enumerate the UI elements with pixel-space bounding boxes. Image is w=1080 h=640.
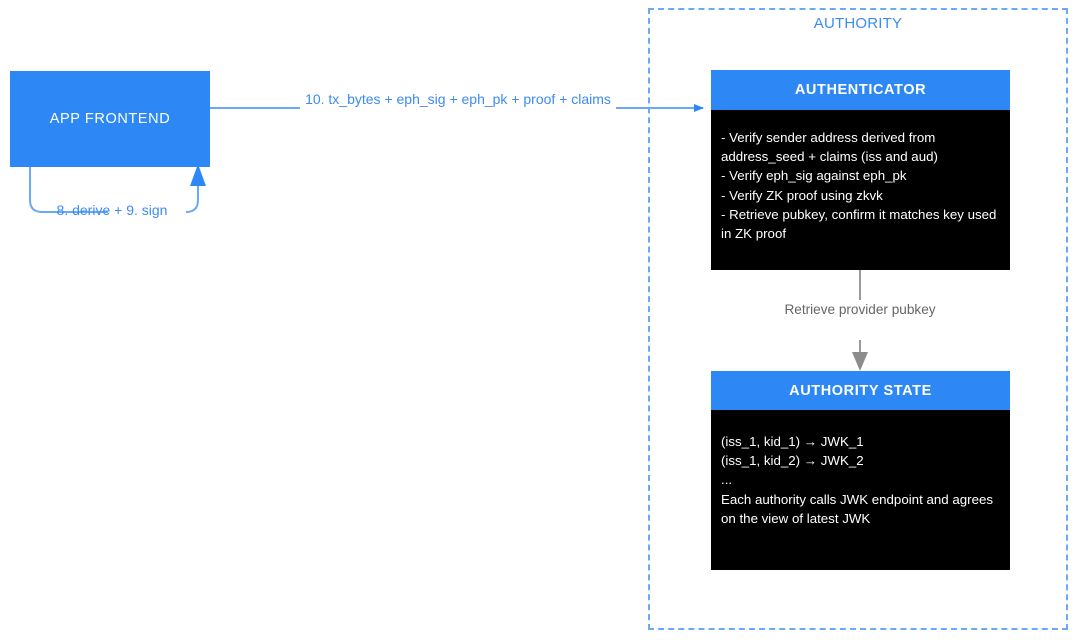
node-authenticator-header: AUTHENTICATOR (711, 70, 1010, 110)
edge-label-derive-sign: 8. derive + 9. sign (56, 202, 168, 218)
node-app-frontend[interactable]: APP FRONTEND (10, 71, 210, 167)
authority-group-label: AUTHORITY (813, 15, 903, 32)
edge-label-retrieve-provider-pubkey: Retrieve provider pubkey (784, 302, 936, 317)
node-authenticator-body: - Verify sender address derived from add… (711, 110, 1010, 270)
edge-label-tx-payload: 10. tx_bytes + eph_sig + eph_pk + proof … (305, 91, 611, 107)
node-authority-state[interactable]: AUTHORITY STATE (iss_1, kid_1) → JWK_1 (… (711, 371, 1010, 570)
node-app-frontend-label: APP FRONTEND (49, 111, 171, 127)
node-authority-state-body: (iss_1, kid_1) → JWK_1 (iss_1, kid_2) → … (711, 410, 1010, 570)
node-authenticator[interactable]: AUTHENTICATOR - Verify sender address de… (711, 70, 1010, 270)
authority-group-boundary (648, 8, 1068, 630)
node-authority-state-header: AUTHORITY STATE (711, 371, 1010, 410)
